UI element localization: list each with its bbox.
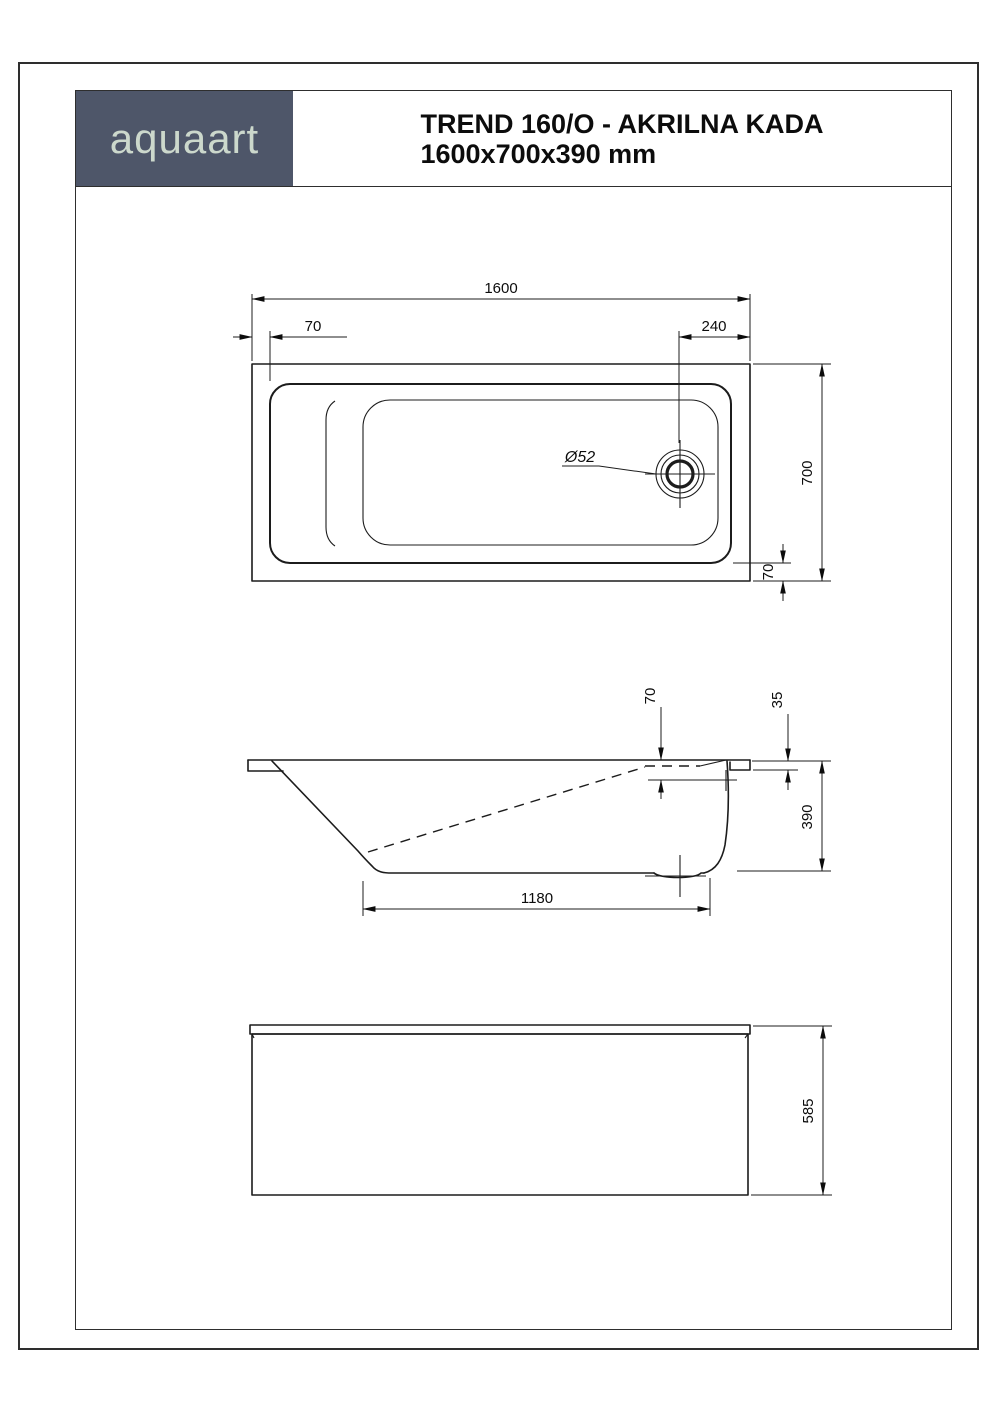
title-area: TREND 160/O - AKRILNA KADA 1600x700x390 …: [293, 91, 951, 186]
sheet-outer-border: [18, 62, 979, 1350]
product-title: TREND 160/O - AKRILNA KADA: [420, 108, 824, 139]
title-block: aquaart TREND 160/O - AKRILNA KADA 1600x…: [76, 91, 951, 187]
brand-logo-text: aquaart: [109, 114, 260, 162]
product-size: 1600x700x390 mm: [420, 138, 657, 169]
drawing-frame: aquaart TREND 160/O - AKRILNA KADA 1600x…: [75, 90, 952, 1330]
brand-logo: aquaart: [76, 91, 293, 186]
